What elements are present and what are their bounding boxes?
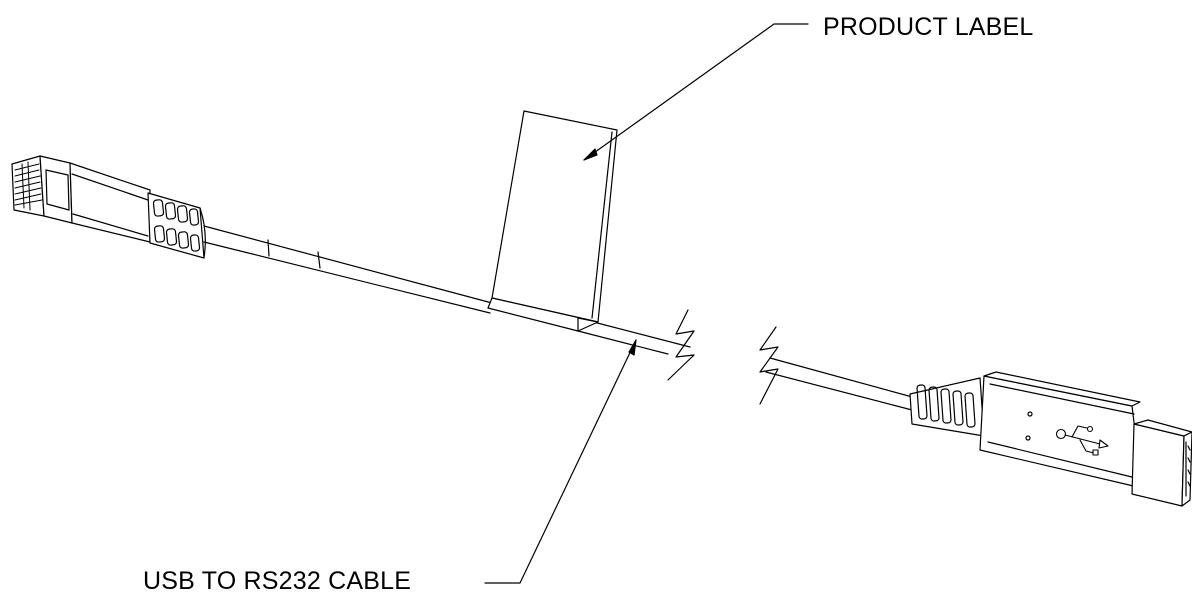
product-label-callout: PRODUCT LABEL [823, 13, 1034, 41]
usb-icon [1057, 426, 1109, 455]
rj45-strain-relief [148, 193, 205, 258]
product-label-flag [488, 111, 617, 331]
cable-label-callout: USB TO RS232 CABLE [143, 567, 412, 595]
product-label-leader [584, 24, 808, 160]
usb-strain-relief [910, 378, 984, 436]
cable-right-segment [760, 327, 916, 410]
cable-label-leader [485, 340, 636, 583]
cable-left-segment [204, 226, 694, 380]
rj45-pins [15, 162, 42, 210]
usb-connector [910, 372, 1192, 506]
rj45-connector [12, 156, 205, 258]
